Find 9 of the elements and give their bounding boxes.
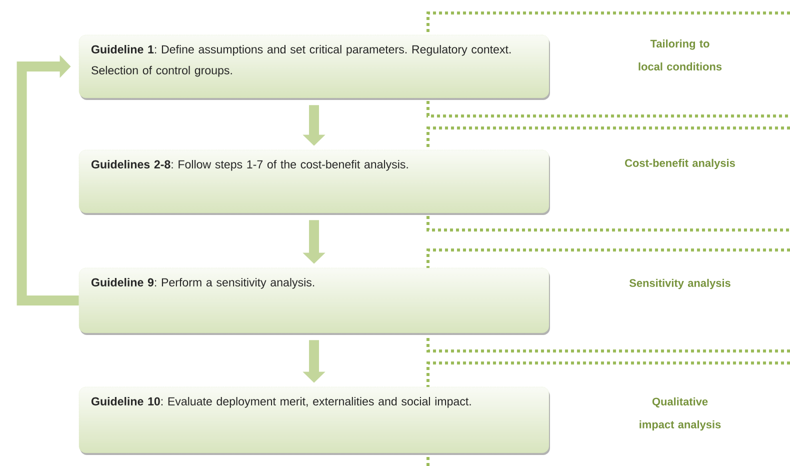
section-label: Sensitivity analysis <box>629 278 730 290</box>
arrow <box>16 55 79 306</box>
process-box: Guideline 10: Evaluate deployment merit, externalities and social impact. <box>78 386 550 455</box>
section-label: Tailoring to local conditions <box>638 40 722 70</box>
section-label: Cost-benefit analysis <box>625 158 735 170</box>
process-box: Guideline 1: Define assumptions and set critical parameters. Regulatory context. Selection of control groups. <box>78 34 550 100</box>
process-box: Guideline 9: Perform a sensitivity analysis. <box>78 268 550 335</box>
section-label: Qualitative impact analysis <box>640 397 721 431</box>
process-box: Guidelines 2-8: Follow steps 1-7 of the cost-benefit analysis. <box>78 150 550 215</box>
